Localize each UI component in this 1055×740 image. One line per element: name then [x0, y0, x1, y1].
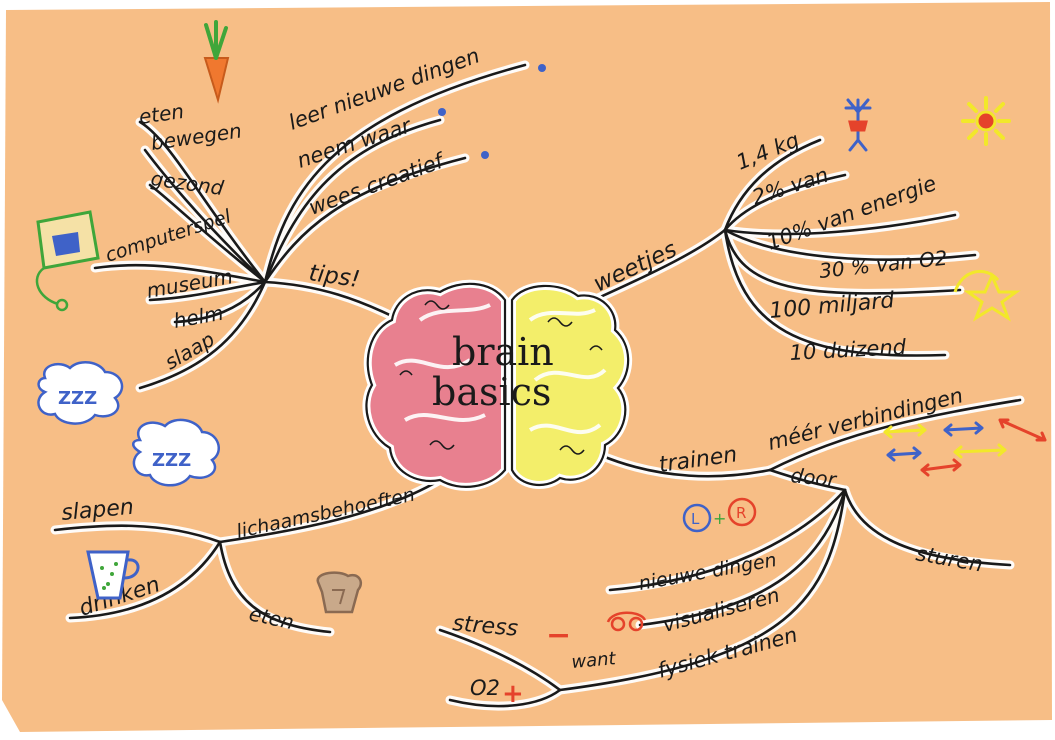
- bread-icon: [316, 571, 363, 614]
- center-title-line1: brain: [452, 330, 554, 374]
- center-title-line2: basics: [432, 370, 551, 414]
- person-icon: [844, 98, 872, 152]
- arrows-icon: [883, 418, 1047, 477]
- zzz-text-1: ZZZ: [58, 388, 97, 409]
- train-door: door: [789, 463, 838, 492]
- idea-dots: [438, 64, 546, 159]
- zzz-text-2: ZZZ: [152, 450, 191, 471]
- eyes-icon: [606, 611, 647, 632]
- carrot-icon: [203, 20, 230, 104]
- brain-squiggles: [399, 300, 603, 455]
- left-letter: L: [691, 510, 700, 528]
- brain-folds: [393, 303, 607, 435]
- oxygen-plus: +: [502, 679, 524, 709]
- brain-outline: [365, 282, 630, 488]
- sun-icon: [961, 96, 1011, 146]
- train-stress: stress: [451, 611, 519, 642]
- star-icon: [953, 270, 1021, 322]
- brain-center: brain basics: [362, 279, 633, 491]
- train-oxygen: O2: [470, 676, 500, 700]
- train-want: want: [571, 648, 618, 673]
- cup-icon: [86, 550, 140, 600]
- sleep-cloud-icon: ZZZ ZZZ: [37, 360, 221, 487]
- right-letter: R: [736, 504, 746, 522]
- left-right-icon: L + R: [682, 497, 757, 533]
- plus-letter: +: [713, 509, 726, 528]
- branch-lines: [50, 60, 1025, 711]
- computer-icon: [35, 210, 100, 312]
- stress-minus: −: [546, 618, 571, 653]
